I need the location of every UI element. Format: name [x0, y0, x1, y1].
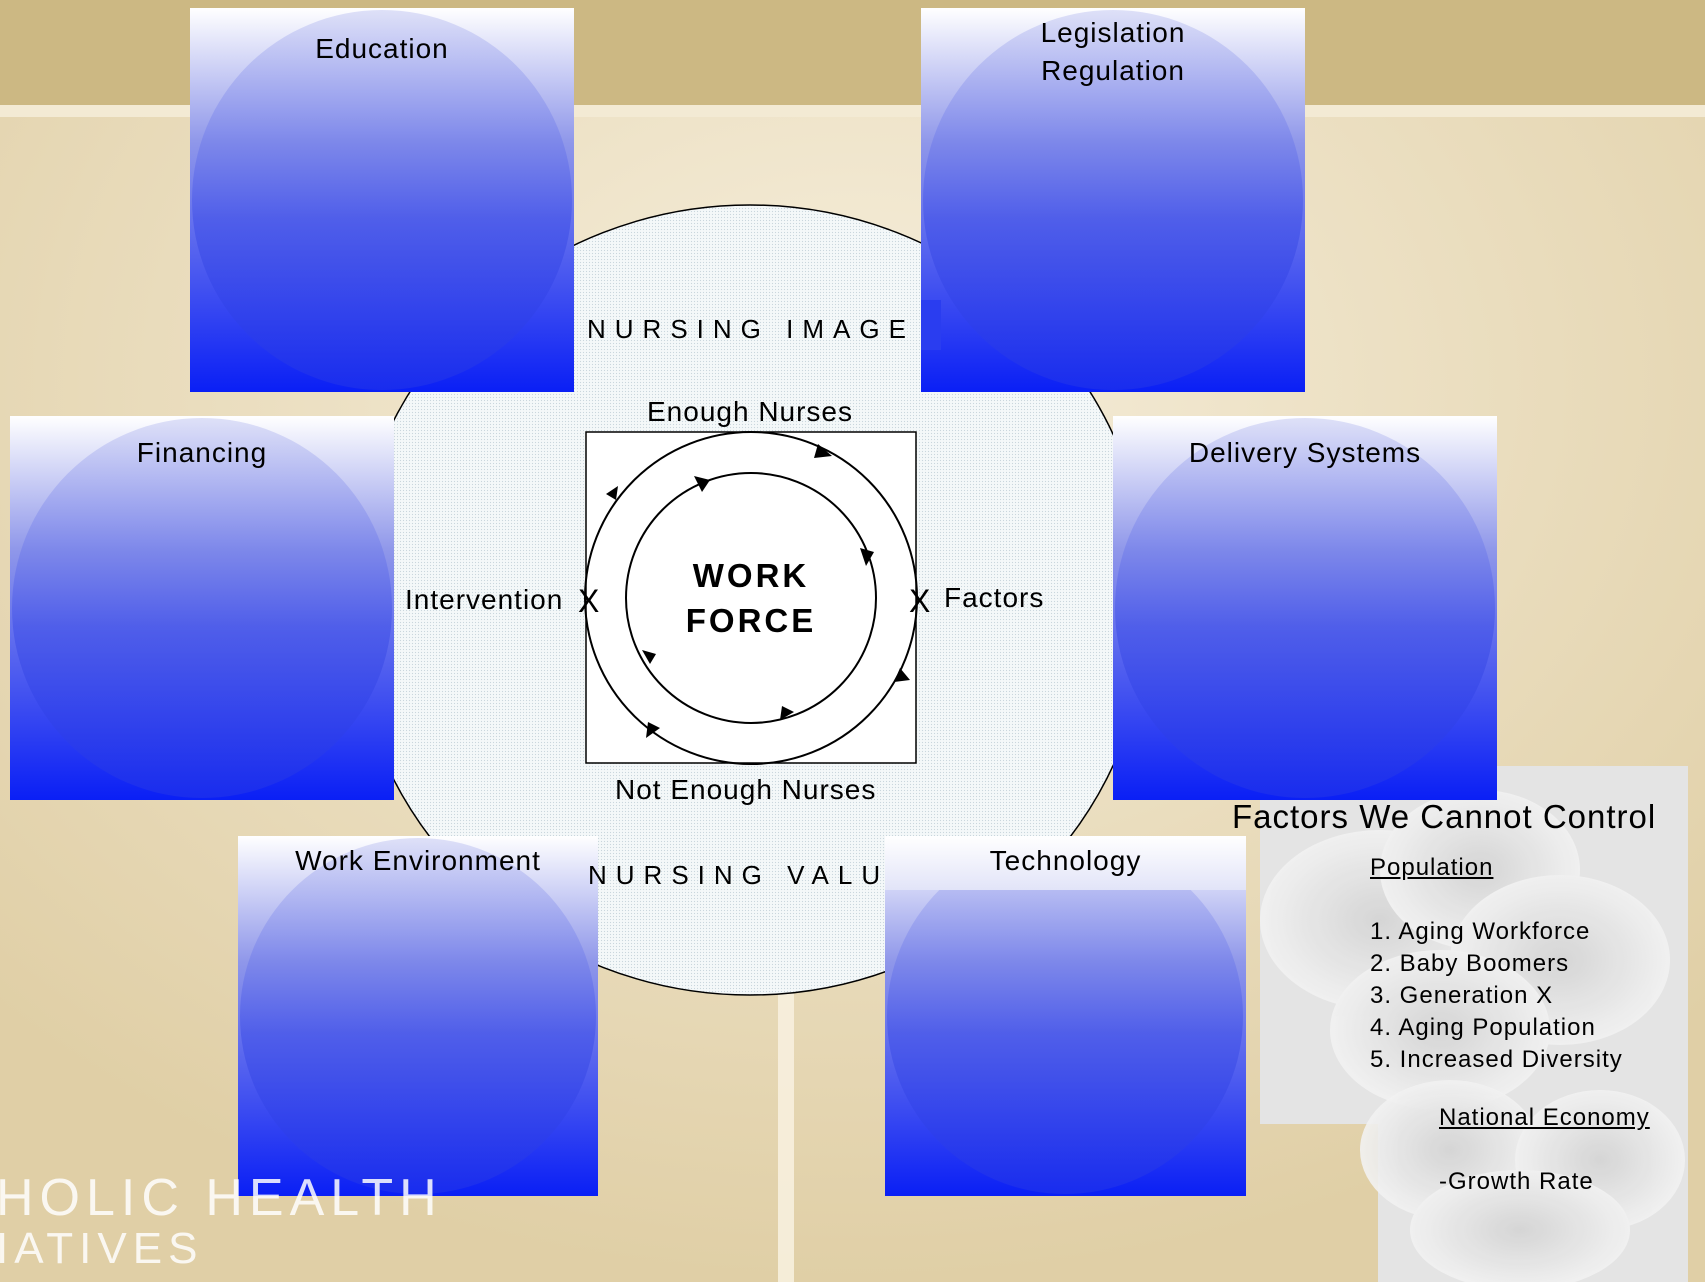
factors-label: Factors: [944, 582, 1045, 613]
enough-nurses-label: Enough Nurses: [647, 396, 854, 427]
panel-title: Factors We Cannot Control: [1232, 798, 1657, 835]
box-delivery-shape: [1113, 416, 1497, 800]
box-delivery-label: Delivery Systems: [1188, 437, 1422, 468]
legislation-edge-shape: [921, 300, 941, 350]
box-education-label: Education: [315, 33, 449, 64]
box-financing: Financing: [10, 416, 394, 800]
economy-item: -Growth Rate: [1439, 1168, 1594, 1195]
box-financing-shape: [10, 416, 394, 800]
population-item-1: 1. Aging Workforce: [1370, 918, 1591, 945]
box-technology-shape: [885, 836, 1246, 1196]
factors-marker: X: [909, 583, 932, 619]
technology-overlay: Technology: [885, 836, 1246, 890]
workforce-line-1: WORK: [692, 557, 810, 594]
intervention-marker: X: [578, 583, 601, 619]
box-technology-label-overlay: Technology: [989, 845, 1142, 876]
box-work-environment-label: Work Environment: [295, 845, 541, 876]
economy-heading: National Economy: [1439, 1104, 1650, 1131]
box-legislation: Legislation Regulation: [921, 8, 1305, 392]
inner-cycle: [625, 472, 877, 724]
box-technology: Technology: [885, 836, 1246, 1196]
population-item-2: 2. Baby Boomers: [1370, 950, 1570, 977]
workforce-line-2: FORCE: [685, 602, 817, 639]
population-item-4: 4. Aging Population: [1370, 1014, 1596, 1041]
logo-line-1: HOLIC HEALTH: [0, 1169, 443, 1227]
box-education-shape: [190, 8, 574, 392]
logo-line-2: IATIVES: [0, 1224, 204, 1273]
intervention-label: Intervention: [405, 584, 564, 615]
technology-overlay-shape: [885, 836, 1246, 890]
legislation-edge: [921, 300, 941, 350]
box-delivery-systems: Delivery Systems: [1113, 416, 1497, 800]
box-education: Education: [190, 8, 574, 392]
ring-top-text: NURSING IMAGE: [587, 314, 915, 344]
box-work-environment-shape: [238, 836, 598, 1196]
workforce-square: [585, 431, 917, 764]
population-item-3: 3. Generation X: [1370, 982, 1554, 1009]
box-legislation-shape: [921, 8, 1305, 392]
outer-cycle: [584, 431, 918, 765]
population-item-5: 5. Increased Diversity: [1370, 1046, 1623, 1073]
box-legislation-label-2: Regulation: [1041, 55, 1185, 86]
not-enough-nurses-label: Not Enough Nurses: [615, 774, 877, 805]
box-work-environment: Work Environment: [238, 836, 598, 1196]
population-heading: Population: [1370, 854, 1494, 881]
box-legislation-label-1: Legislation: [1040, 17, 1186, 48]
ring-bottom-text: NURSING VALUE: [588, 860, 916, 890]
box-financing-label: Financing: [136, 437, 268, 468]
